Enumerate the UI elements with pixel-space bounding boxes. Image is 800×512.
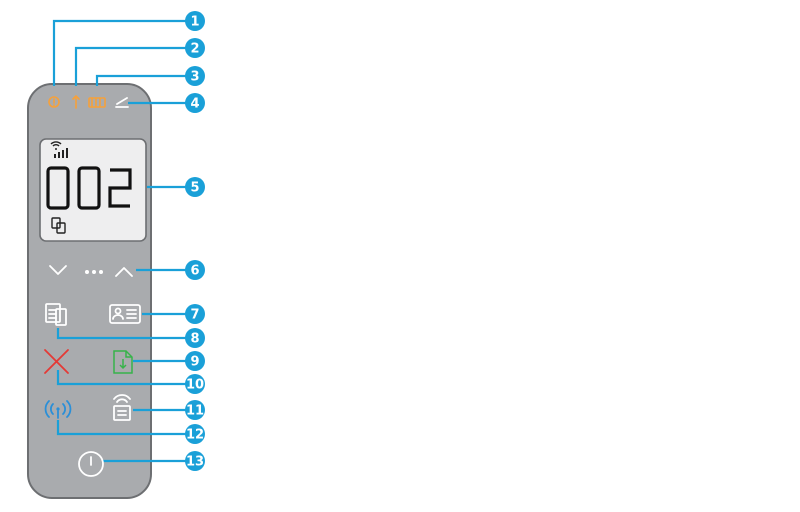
lcd-display [39, 138, 147, 242]
callout-badge-10 [185, 374, 205, 394]
callout-number-10: 10 [186, 378, 204, 393]
callout-number-9: 9 [190, 355, 199, 370]
scanner-icon [115, 97, 129, 108]
callout-number-1: 1 [190, 15, 199, 30]
callout-badge-2 [185, 38, 205, 58]
callout-badge-4 [185, 93, 205, 113]
callout-number-3: 3 [190, 70, 199, 85]
callout-line-1 [52, 19, 186, 86]
callout-badge-8 [185, 328, 205, 348]
callout-badges: 1 2 3 4 5 6 7 8 9 10 11 12 13 [185, 11, 205, 471]
toner-icon [72, 95, 80, 109]
callout-number-11: 11 [186, 404, 204, 419]
callout-number-5: 5 [190, 181, 199, 196]
callout-number-13: 13 [186, 455, 204, 470]
callout-badge-9 [185, 351, 205, 371]
wireless-signal-icon [50, 141, 68, 158]
resume-button[interactable] [113, 350, 133, 374]
down-arrow-button[interactable] [49, 265, 67, 275]
copy-count-digits [46, 166, 132, 210]
callout-number-2: 2 [190, 42, 199, 57]
menu-dots-button[interactable] [85, 270, 103, 274]
callout-number-8: 8 [190, 332, 199, 347]
callout-number-7: 7 [190, 308, 199, 323]
callout-badge-11 [185, 400, 205, 420]
power-button[interactable] [78, 451, 104, 477]
wifi-direct-button[interactable] [113, 394, 131, 421]
callout-number-12: 12 [186, 428, 204, 443]
copies-icon [51, 217, 66, 234]
callout-line-8 [56, 328, 186, 340]
callout-badge-6 [185, 260, 205, 280]
callout-line-2 [74, 46, 186, 86]
cancel-button[interactable] [44, 349, 69, 374]
up-arrow-button[interactable] [115, 267, 133, 277]
callout-number-6: 6 [190, 264, 199, 279]
paper-icon [88, 97, 106, 108]
callout-badge-3 [185, 66, 205, 86]
callout-badge-5 [185, 177, 205, 197]
wireless-button[interactable] [44, 400, 72, 419]
callout-line-12 [56, 420, 186, 436]
callout-badge-1 [185, 11, 205, 31]
callout-lines [52, 19, 186, 463]
id-copy-button[interactable] [109, 304, 141, 324]
attention-icon [48, 96, 60, 108]
callout-line-3 [95, 74, 186, 86]
callout-badge-13 [185, 451, 205, 471]
callout-number-4: 4 [190, 97, 199, 112]
callout-badge-12 [185, 424, 205, 444]
callout-line-10 [56, 370, 186, 386]
callout-badge-7 [185, 304, 205, 324]
copy-button[interactable] [45, 303, 67, 326]
